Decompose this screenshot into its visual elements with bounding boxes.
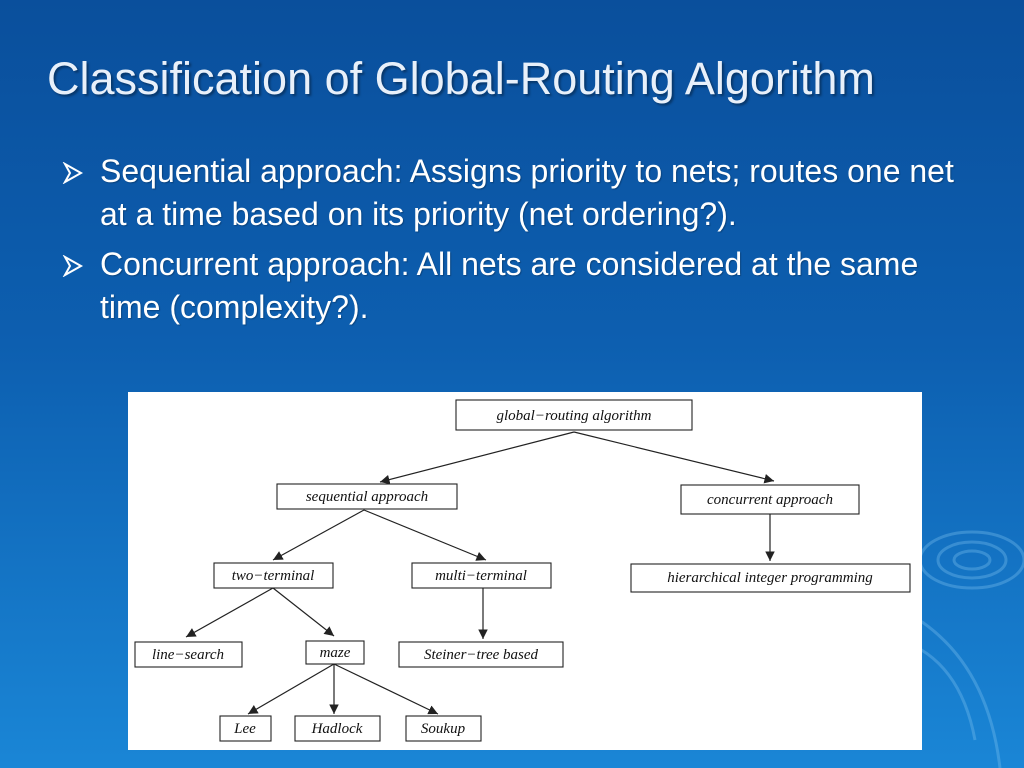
classification-tree: global−routing algorithm sequential appr… xyxy=(134,399,911,742)
node-steiner: Steiner−tree based xyxy=(398,641,564,668)
edge-two-terminal-line-search xyxy=(185,587,274,638)
node-maze-label: maze xyxy=(320,645,351,661)
bullet-item-sequential: Sequential approach: Assigns priority to… xyxy=(62,150,982,236)
classification-diagram: global−routing algorithm sequential appr… xyxy=(128,392,922,750)
bullet-item-concurrent: Concurrent approach: All nets are consid… xyxy=(62,243,982,329)
node-lee: Lee xyxy=(219,715,272,742)
node-hierarchical: hierarchical integer programming xyxy=(630,563,911,593)
node-two-terminal-label: two−terminal xyxy=(232,568,315,584)
node-sequential-label: sequential approach xyxy=(306,489,428,505)
node-hadlock: Hadlock xyxy=(294,715,381,742)
edge-root-sequential xyxy=(379,431,575,485)
node-line-search: line−search xyxy=(134,641,243,668)
bullet-list: Sequential approach: Assigns priority to… xyxy=(62,150,982,336)
node-sequential: sequential approach xyxy=(276,483,458,510)
node-soukup-label: Soukup xyxy=(421,721,466,737)
node-root: global−routing algorithm xyxy=(455,399,693,431)
node-lee-label: Lee xyxy=(233,721,256,737)
node-line-search-label: line−search xyxy=(152,647,224,663)
arrowhead-bullet-icon xyxy=(62,162,84,184)
edge-maze-lee xyxy=(247,663,335,715)
node-root-label: global−routing algorithm xyxy=(497,408,652,424)
edge-two-terminal-maze xyxy=(272,587,335,637)
tree-edges xyxy=(185,431,775,715)
node-concurrent: concurrent approach xyxy=(680,484,860,515)
edge-sequential-two-terminal xyxy=(272,509,365,561)
edge-root-concurrent xyxy=(573,431,775,484)
arrowhead-bullet-icon xyxy=(62,255,84,277)
node-multi-terminal-label: multi−terminal xyxy=(435,568,527,584)
edge-sequential-multi-terminal xyxy=(363,509,487,561)
node-two-terminal: two−terminal xyxy=(213,562,334,589)
node-multi-terminal: multi−terminal xyxy=(411,562,552,589)
node-hadlock-label: Hadlock xyxy=(311,721,363,737)
node-soukup: Soukup xyxy=(405,715,482,742)
node-maze: maze xyxy=(305,640,365,665)
bullet-text-concurrent: Concurrent approach: All nets are consid… xyxy=(100,246,919,325)
slide-title: Classification of Global-Routing Algorit… xyxy=(47,53,875,104)
node-concurrent-label: concurrent approach xyxy=(707,492,833,508)
node-steiner-label: Steiner−tree based xyxy=(424,647,539,663)
bullet-text-sequential: Sequential approach: Assigns priority to… xyxy=(100,153,954,232)
edge-maze-soukup xyxy=(333,663,439,715)
node-hierarchical-label: hierarchical integer programming xyxy=(667,570,873,586)
